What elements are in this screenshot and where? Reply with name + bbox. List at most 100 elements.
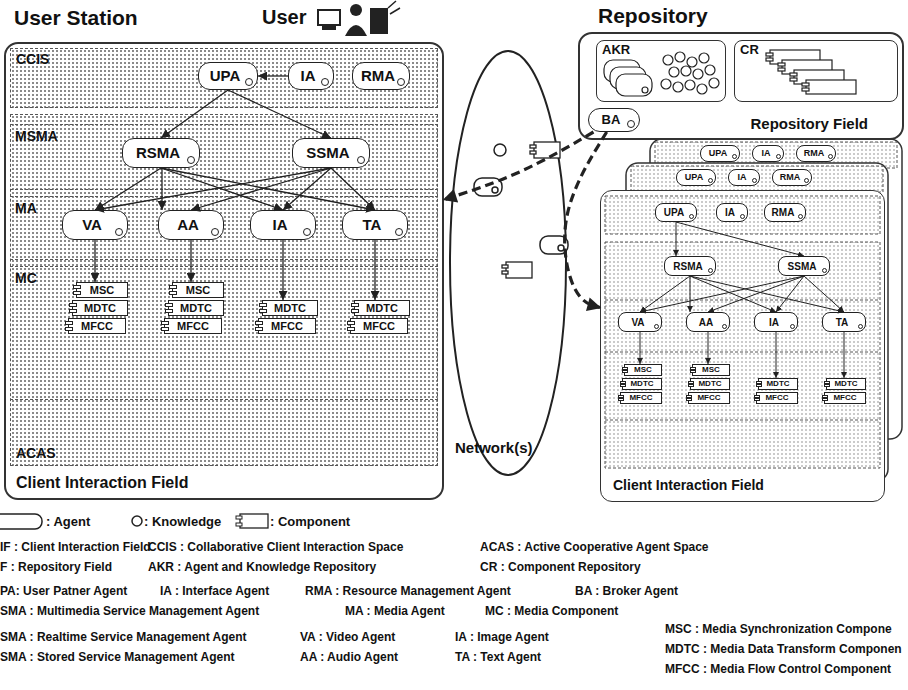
connector-arrow bbox=[640, 332, 641, 364]
node-label: VA bbox=[631, 317, 644, 328]
component-sample bbox=[240, 514, 268, 528]
agent-box: BA bbox=[588, 108, 640, 132]
connector-arrow bbox=[676, 222, 677, 256]
field-label: Client Interaction Field bbox=[16, 474, 188, 492]
component-icons bbox=[794, 70, 844, 84]
connector-arrow bbox=[776, 332, 777, 378]
node-label: MDTC bbox=[366, 302, 398, 314]
agent-knowledge-icons bbox=[699, 53, 709, 63]
node-label: RMA bbox=[804, 149, 825, 159]
connector-arrow bbox=[640, 276, 804, 312]
field-label: Client Interaction Field bbox=[613, 478, 764, 493]
field-label: MA bbox=[15, 201, 37, 216]
abbreviation-note: MDTC : Media Data Transform Componen bbox=[665, 642, 902, 656]
agent-knowledge-icons bbox=[687, 57, 697, 67]
node-label: MDTC bbox=[698, 380, 721, 389]
front-station-spaces bbox=[605, 242, 880, 468]
migrating-component bbox=[502, 265, 508, 268]
agent-box: SSMA bbox=[292, 138, 370, 168]
connector-layer bbox=[95, 76, 844, 378]
connector-arrow bbox=[690, 276, 844, 312]
node-label: MFCC bbox=[271, 320, 303, 332]
front-station-spaces bbox=[605, 300, 880, 301]
back-station-frame bbox=[631, 166, 883, 192]
connector-arrow bbox=[161, 168, 162, 210]
component-icons bbox=[802, 83, 809, 86]
component-sample bbox=[236, 523, 242, 526]
node-label: SSMA bbox=[306, 145, 349, 162]
field-label: MC bbox=[15, 271, 37, 286]
connector-arrow bbox=[94, 240, 95, 282]
node-label: TA bbox=[363, 217, 382, 234]
field-label: Network(s) bbox=[455, 440, 533, 457]
agent-knowledge-icons bbox=[663, 55, 673, 65]
agent-knowledge-icons bbox=[685, 80, 695, 90]
network-ellipse: Network(s) bbox=[447, 48, 569, 478]
field-label: ACAS bbox=[16, 446, 56, 461]
component-box: MSC bbox=[172, 282, 224, 298]
component-box: MFCC bbox=[258, 318, 316, 334]
node-label: BA bbox=[602, 113, 621, 127]
node-label: MDTC bbox=[84, 302, 116, 314]
agent-box: UPA bbox=[655, 203, 697, 222]
migrating-agent bbox=[540, 236, 568, 254]
field-label: User Station bbox=[14, 6, 138, 29]
connector-arrow bbox=[708, 276, 804, 312]
component-box: MFCC bbox=[756, 392, 798, 404]
front-station-spaces bbox=[600, 190, 885, 502]
abbreviation-note: MA : Media Agent bbox=[345, 604, 445, 618]
agent-box: RSMA bbox=[122, 138, 200, 168]
abbreviation-note: PA: User Patner Agent bbox=[0, 584, 127, 598]
node-label: MFCC bbox=[363, 320, 395, 332]
connector-arrow bbox=[708, 332, 709, 364]
agent-sample bbox=[0, 514, 42, 529]
node-label: MFCC bbox=[833, 394, 856, 403]
connector-arrow bbox=[640, 276, 690, 312]
migrating-component bbox=[530, 145, 536, 148]
connector-arrow bbox=[95, 168, 331, 210]
knowledge-sample bbox=[132, 516, 142, 526]
legend-sample bbox=[232, 511, 270, 531]
user-label: User bbox=[262, 6, 306, 29]
space-band: CCISUPAIARMA bbox=[10, 48, 438, 108]
agent-box: AA bbox=[686, 312, 730, 332]
component-icons bbox=[766, 50, 856, 94]
field-frame: RepositoryRepository FieldAKRCRBA bbox=[578, 32, 904, 140]
field-frame: Client Interaction FieldUPAIARMARSMASSMA… bbox=[600, 190, 885, 502]
abbreviation-note: SMA : Realtime Service Management Agent bbox=[0, 630, 247, 644]
field-label: AKR bbox=[602, 43, 630, 57]
abbreviation-note: IF : Client Interaction Field bbox=[0, 540, 151, 554]
layer-band: MSMARSMASSMA bbox=[10, 124, 438, 190]
field-label: CR bbox=[740, 43, 759, 57]
migrating-agent bbox=[492, 187, 498, 193]
connector-arrow bbox=[374, 240, 375, 300]
component-sample bbox=[236, 516, 242, 519]
agent-box: IA bbox=[716, 203, 748, 222]
component-icons bbox=[778, 63, 785, 66]
agent-box: TA bbox=[342, 210, 408, 240]
field-label: Repository Field bbox=[750, 116, 868, 133]
agent-box: RMA bbox=[764, 203, 806, 222]
front-station-spaces bbox=[600, 190, 885, 502]
abbreviation-note: RMA : Resource Management Agent bbox=[305, 584, 511, 598]
abbreviation-note: MC : Media Component bbox=[485, 604, 618, 618]
agent-knowledge-icons bbox=[709, 78, 719, 88]
field-label: Repository bbox=[598, 4, 708, 27]
connector-arrow bbox=[191, 168, 331, 210]
node-label: MFCC bbox=[765, 394, 788, 403]
agent-knowledge-icons bbox=[610, 67, 646, 89]
agent-knowledge-icons bbox=[675, 52, 685, 62]
node-label: IA bbox=[769, 317, 779, 328]
agent-box: IA bbox=[752, 145, 784, 162]
front-station-spaces bbox=[605, 196, 880, 234]
component-box: MSC bbox=[692, 364, 730, 376]
connector-arrow bbox=[228, 90, 331, 138]
layer-band: MCMSCMDTCMFCCMSCMDTCMFCCMDTCMFCCMDTCMFCC bbox=[10, 266, 438, 400]
connector-arrow bbox=[690, 276, 776, 312]
agent-box: RMA bbox=[352, 62, 410, 90]
node-label: AA bbox=[177, 217, 199, 234]
connector-arrow bbox=[844, 332, 845, 378]
legend-item: : Agent bbox=[0, 511, 90, 531]
abbreviation-note: MSC : Media Synchronization Compone bbox=[665, 622, 892, 636]
connector-arrow bbox=[776, 276, 804, 312]
